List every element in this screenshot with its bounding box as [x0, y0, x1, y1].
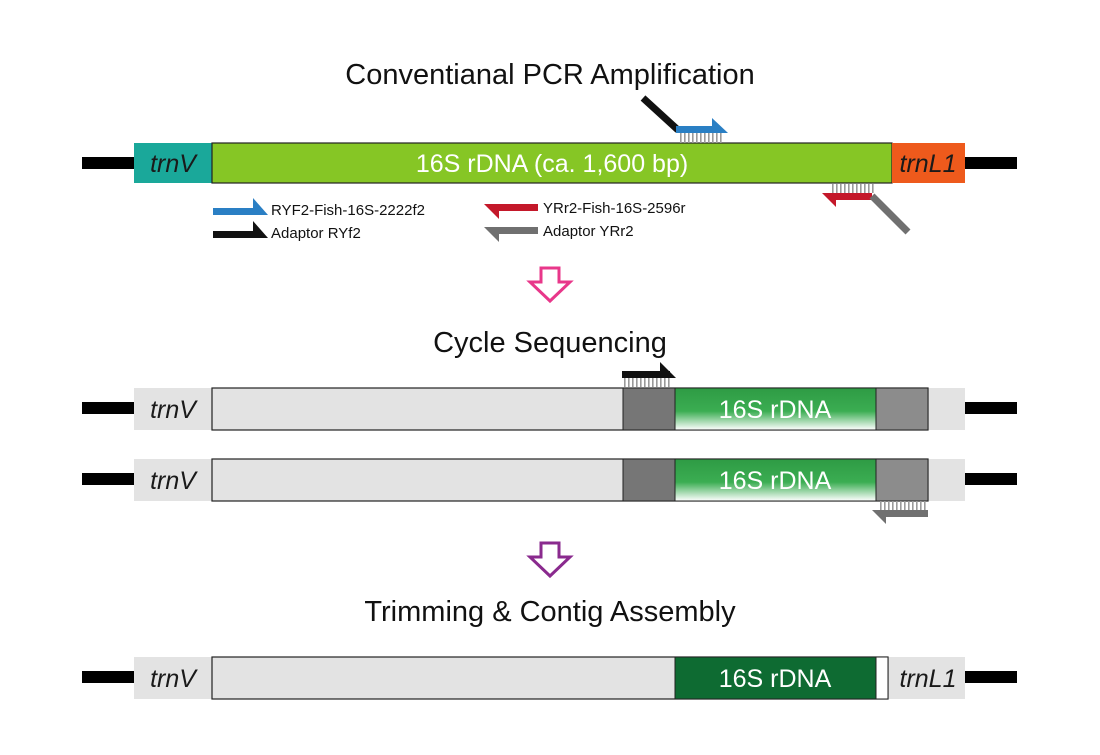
down-arrow-icon [526, 541, 574, 579]
insert-16s-region [211, 142, 893, 184]
read2-16s-label: 16S rDNA [719, 467, 832, 495]
trnV-label: trnV [150, 150, 198, 178]
reverse-primer-annealed [822, 184, 911, 235]
contig-16s-label: 16S rDNA [719, 665, 832, 693]
read1-forward-adaptor-primer [622, 362, 676, 387]
read2-trnV-label: trnV [150, 467, 198, 495]
assembled-contig [82, 656, 1017, 700]
contig-trnV-label: trnV [150, 665, 198, 693]
read1-trnV-label: trnV [150, 396, 198, 424]
sequencing-read-reverse [82, 458, 1017, 502]
trnV-region [134, 143, 212, 183]
read1-16s-label: 16S rDNA [719, 396, 832, 424]
legend-forward-primer-icon [213, 198, 268, 215]
read2-reverse-adaptor-primer [872, 501, 928, 524]
section1-title: Conventianal PCR Amplification [345, 59, 754, 91]
sequencing-read-forward [82, 387, 1017, 431]
legend-forward-adaptor-icon [213, 221, 268, 238]
legend-reverse-primer-icon [484, 204, 538, 219]
contig-trnL1-label: trnL1 [900, 665, 957, 693]
trnL1-region [892, 143, 965, 183]
down-arrow-icon [526, 266, 574, 304]
insert-16s-label: 16S rDNA (ca. 1,600 bp) [416, 150, 688, 178]
legend-forward-primer-label: RYF2-Fish-16S-2222f2 [271, 202, 425, 219]
legend-reverse-primer-label: YRr2-Fish-16S-2596r [543, 200, 686, 217]
backbone-left [82, 157, 134, 169]
legend-reverse-adaptor-label: Adaptor YRr2 [543, 223, 634, 240]
section2-title: Cycle Sequencing [433, 327, 667, 359]
trnL1-label: trnL1 [900, 150, 957, 178]
forward-primer-annealed [640, 95, 728, 143]
legend: RYF2-Fish-16S-2222f2 Adaptor RYf2 YRr2-F… [213, 198, 686, 242]
legend-reverse-adaptor-icon [484, 227, 538, 242]
backbone-right [965, 157, 1017, 169]
legend-forward-adaptor-label: Adaptor RYf2 [271, 225, 361, 242]
section3-title: Trimming & Contig Assembly [364, 596, 736, 628]
